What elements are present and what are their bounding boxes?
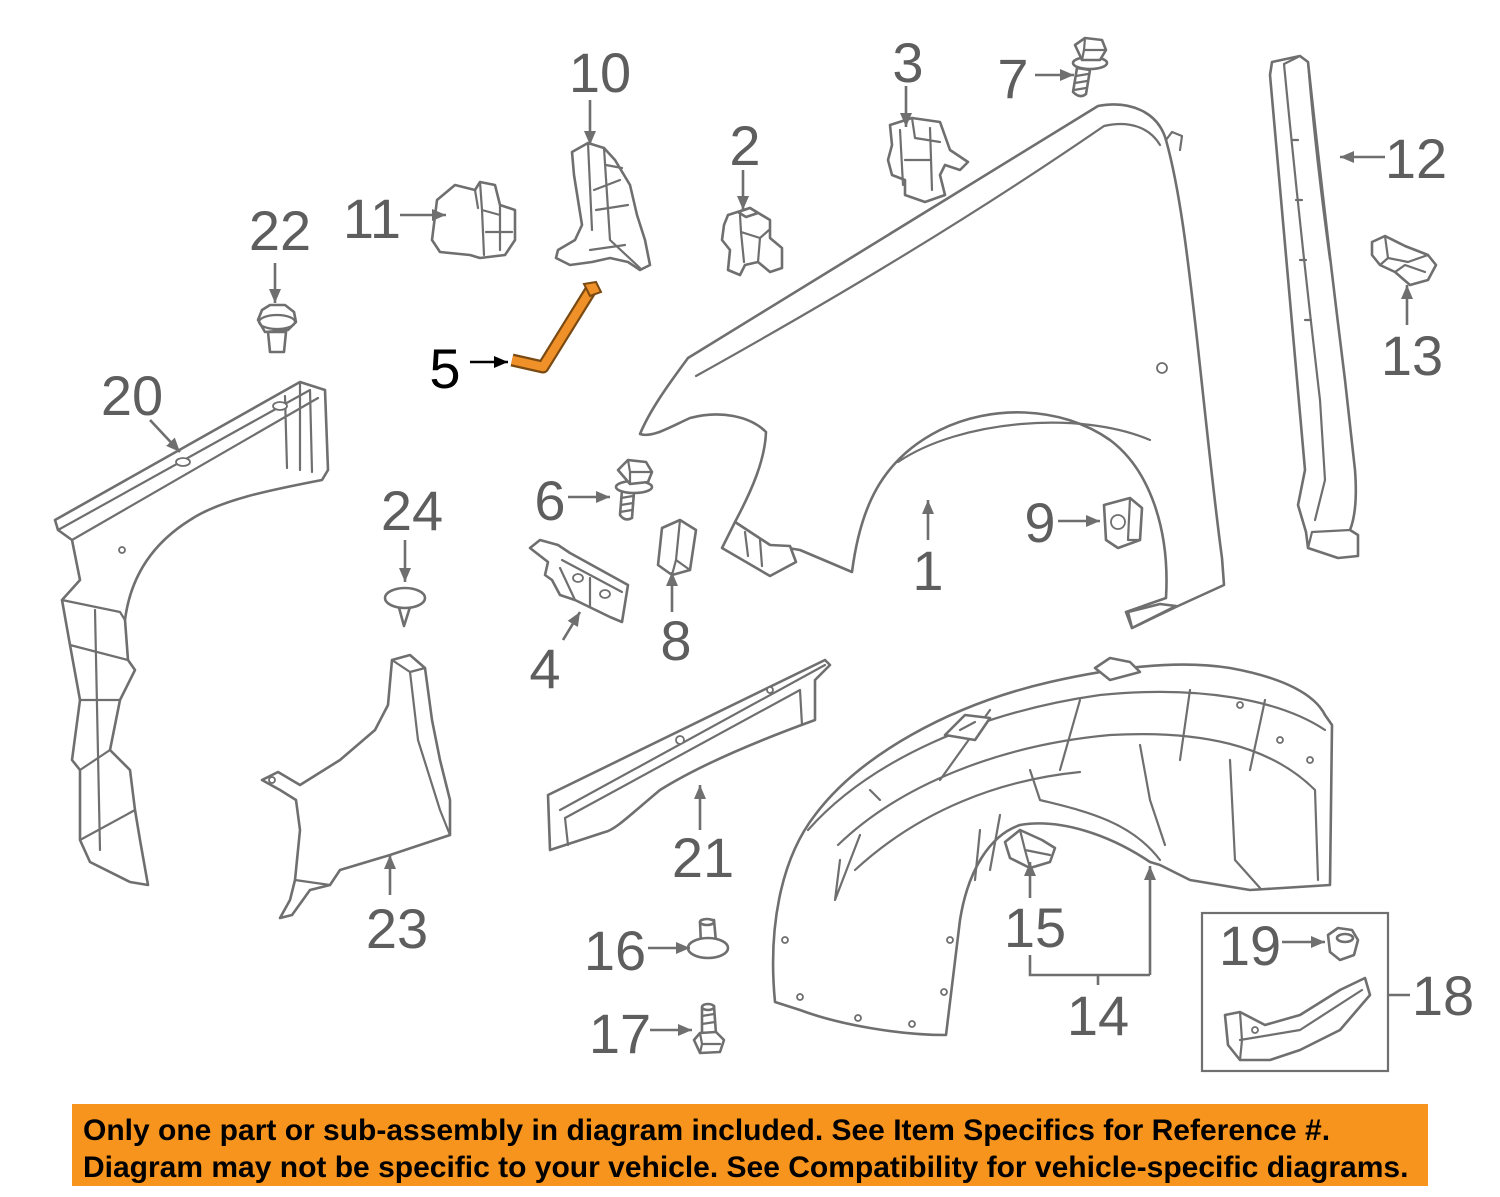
callout-arrow-20 <box>149 419 181 453</box>
callout-arrow-4 <box>561 611 582 641</box>
part-9-nut <box>1102 496 1144 550</box>
part-2-clip <box>720 206 784 277</box>
disclaimer-line-2: Diagram may not be specific to your vehi… <box>83 1151 1409 1184</box>
disclaimer-banner: Only one part or sub-assembly in diagram… <box>72 1104 1428 1186</box>
callout-label-7: 7 <box>997 47 1028 110</box>
callout-label-2: 2 <box>729 114 760 177</box>
callout-label-14: 14 <box>1067 984 1129 1047</box>
callout-label-9: 9 <box>1024 491 1055 554</box>
callout-label-6: 6 <box>534 469 565 532</box>
part-5-brace-rod-highlighted <box>510 280 603 374</box>
callout-label-10: 10 <box>569 41 631 104</box>
part-13-clip <box>1370 234 1438 287</box>
part-24-push-pin <box>383 586 427 628</box>
callout-label-3: 3 <box>892 31 923 94</box>
part-16-push-pin <box>686 917 730 960</box>
callout-label-12: 12 <box>1385 127 1447 190</box>
part-6-bolt <box>614 458 654 521</box>
part-19-nut <box>1326 926 1360 962</box>
part-20-inner-panel <box>53 380 330 887</box>
part-23-lower-liner-panel <box>260 653 452 920</box>
part-7-bolt <box>1071 36 1109 98</box>
part-4-bracket <box>528 538 630 624</box>
part-10-bracket <box>554 141 652 272</box>
part-8-clip <box>656 518 698 577</box>
part-21-upper-rail <box>546 658 832 852</box>
callout-label-13: 13 <box>1381 324 1443 387</box>
callout-label-24: 24 <box>381 479 443 542</box>
callout-label-22: 22 <box>249 199 311 262</box>
callout-label-1: 1 <box>912 539 943 602</box>
callout-label-18: 18 <box>1412 964 1474 1027</box>
part-11-insulator-block <box>430 180 517 260</box>
callout-label-5: 5 <box>429 337 460 400</box>
part-15-clip <box>1003 828 1057 870</box>
callout-label-17: 17 <box>589 1002 651 1065</box>
callout-label-8: 8 <box>660 609 691 672</box>
callout-label-23: 23 <box>366 897 428 960</box>
callout-label-4: 4 <box>529 637 560 700</box>
part-1-fender <box>638 103 1226 630</box>
callout-label-16: 16 <box>584 919 646 982</box>
callout-label-20: 20 <box>101 364 163 427</box>
callout-label-21: 21 <box>672 826 734 889</box>
callout-label-11: 11 <box>343 187 401 250</box>
part-22-push-clip <box>256 303 298 354</box>
callout-arrows <box>149 69 1413 1036</box>
callout-bracket-14 <box>1028 955 1150 985</box>
disclaimer-line-1: Only one part or sub-assembly in diagram… <box>83 1114 1331 1147</box>
part-12-seal-strip <box>1268 54 1360 560</box>
part-17-bolt <box>692 1002 726 1055</box>
part-18-splash-guard-kit <box>1200 911 1390 1073</box>
callout-label-15: 15 <box>1004 896 1066 959</box>
callout-labels: 1 2 3 4 5 6 7 8 9 10 11 12 13 14 15 16 1… <box>101 31 1474 1065</box>
callout-label-19: 19 <box>1219 914 1281 977</box>
part-3-bracket <box>886 116 970 204</box>
part-14-wheelhouse-liner <box>771 656 1334 1037</box>
